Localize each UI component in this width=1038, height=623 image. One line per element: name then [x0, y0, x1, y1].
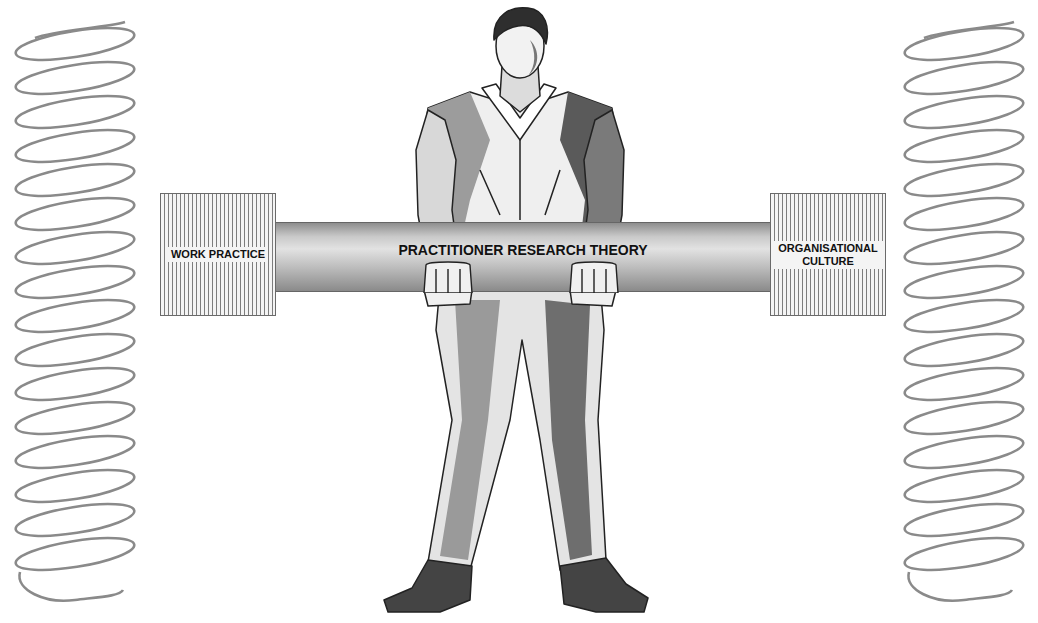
finger-line: [582, 269, 606, 293]
trouser-shade: [545, 300, 592, 560]
trousers: [428, 285, 606, 570]
shirt-fold: [480, 140, 560, 220]
left-shoe: [384, 560, 472, 612]
right-shoe: [560, 558, 648, 612]
man-figure: [384, 8, 648, 612]
left-spring: [14, 22, 137, 601]
barbell-bar: PRACTITIONER RESEARCH THEORY: [276, 222, 770, 292]
left-hand: [424, 262, 472, 293]
right-spring: [903, 22, 1026, 601]
trouser-shade: [440, 300, 500, 560]
right-hand: [570, 262, 618, 293]
weight-plate: ORGANISATIONAL CULTURE: [770, 193, 886, 316]
hair: [494, 8, 548, 44]
finger-line: [436, 269, 460, 293]
face-shade: [528, 40, 537, 76]
plate-label: WORK PRACTICE: [168, 247, 268, 262]
weight-plate: WORK PRACTICE: [160, 193, 276, 316]
bar-label: PRACTITIONER RESEARCH THEORY: [398, 242, 647, 259]
plate-label: ORGANISATIONAL CULTURE: [773, 241, 883, 269]
